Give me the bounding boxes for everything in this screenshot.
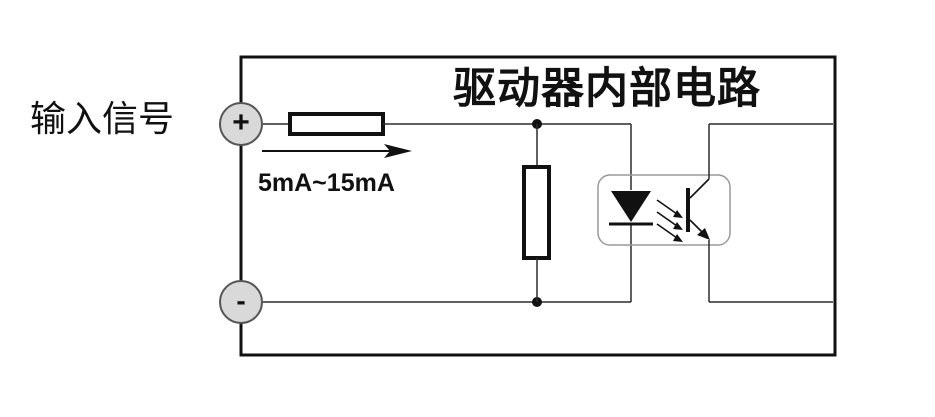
light-ray-3 <box>656 223 678 239</box>
plus-terminal: + <box>219 102 263 146</box>
optocoupler-package <box>597 174 731 246</box>
phototransistor-collector <box>689 178 710 199</box>
light-ray-3-head <box>673 234 683 242</box>
led-diode-triangle <box>611 191 651 222</box>
light-ray-2-head <box>673 222 683 230</box>
driver-board-outline <box>239 55 837 357</box>
light-ray-1-head <box>673 210 683 218</box>
minus-terminal: - <box>219 280 263 324</box>
light-ray-2 <box>656 211 678 227</box>
input-resistor <box>288 112 385 136</box>
current-arrow-head <box>384 144 412 158</box>
driver-internal-circuit-title: 驱动器内部电路 <box>453 64 761 114</box>
current-range-label: 5mA~15mA <box>258 169 395 197</box>
shunt-resistor <box>522 165 551 260</box>
phototransistor-emitter-arrow <box>697 228 710 240</box>
input-signal-label: 输入信号 <box>30 99 175 140</box>
phototransistor-emitter <box>689 219 704 234</box>
light-ray-1 <box>656 199 678 215</box>
